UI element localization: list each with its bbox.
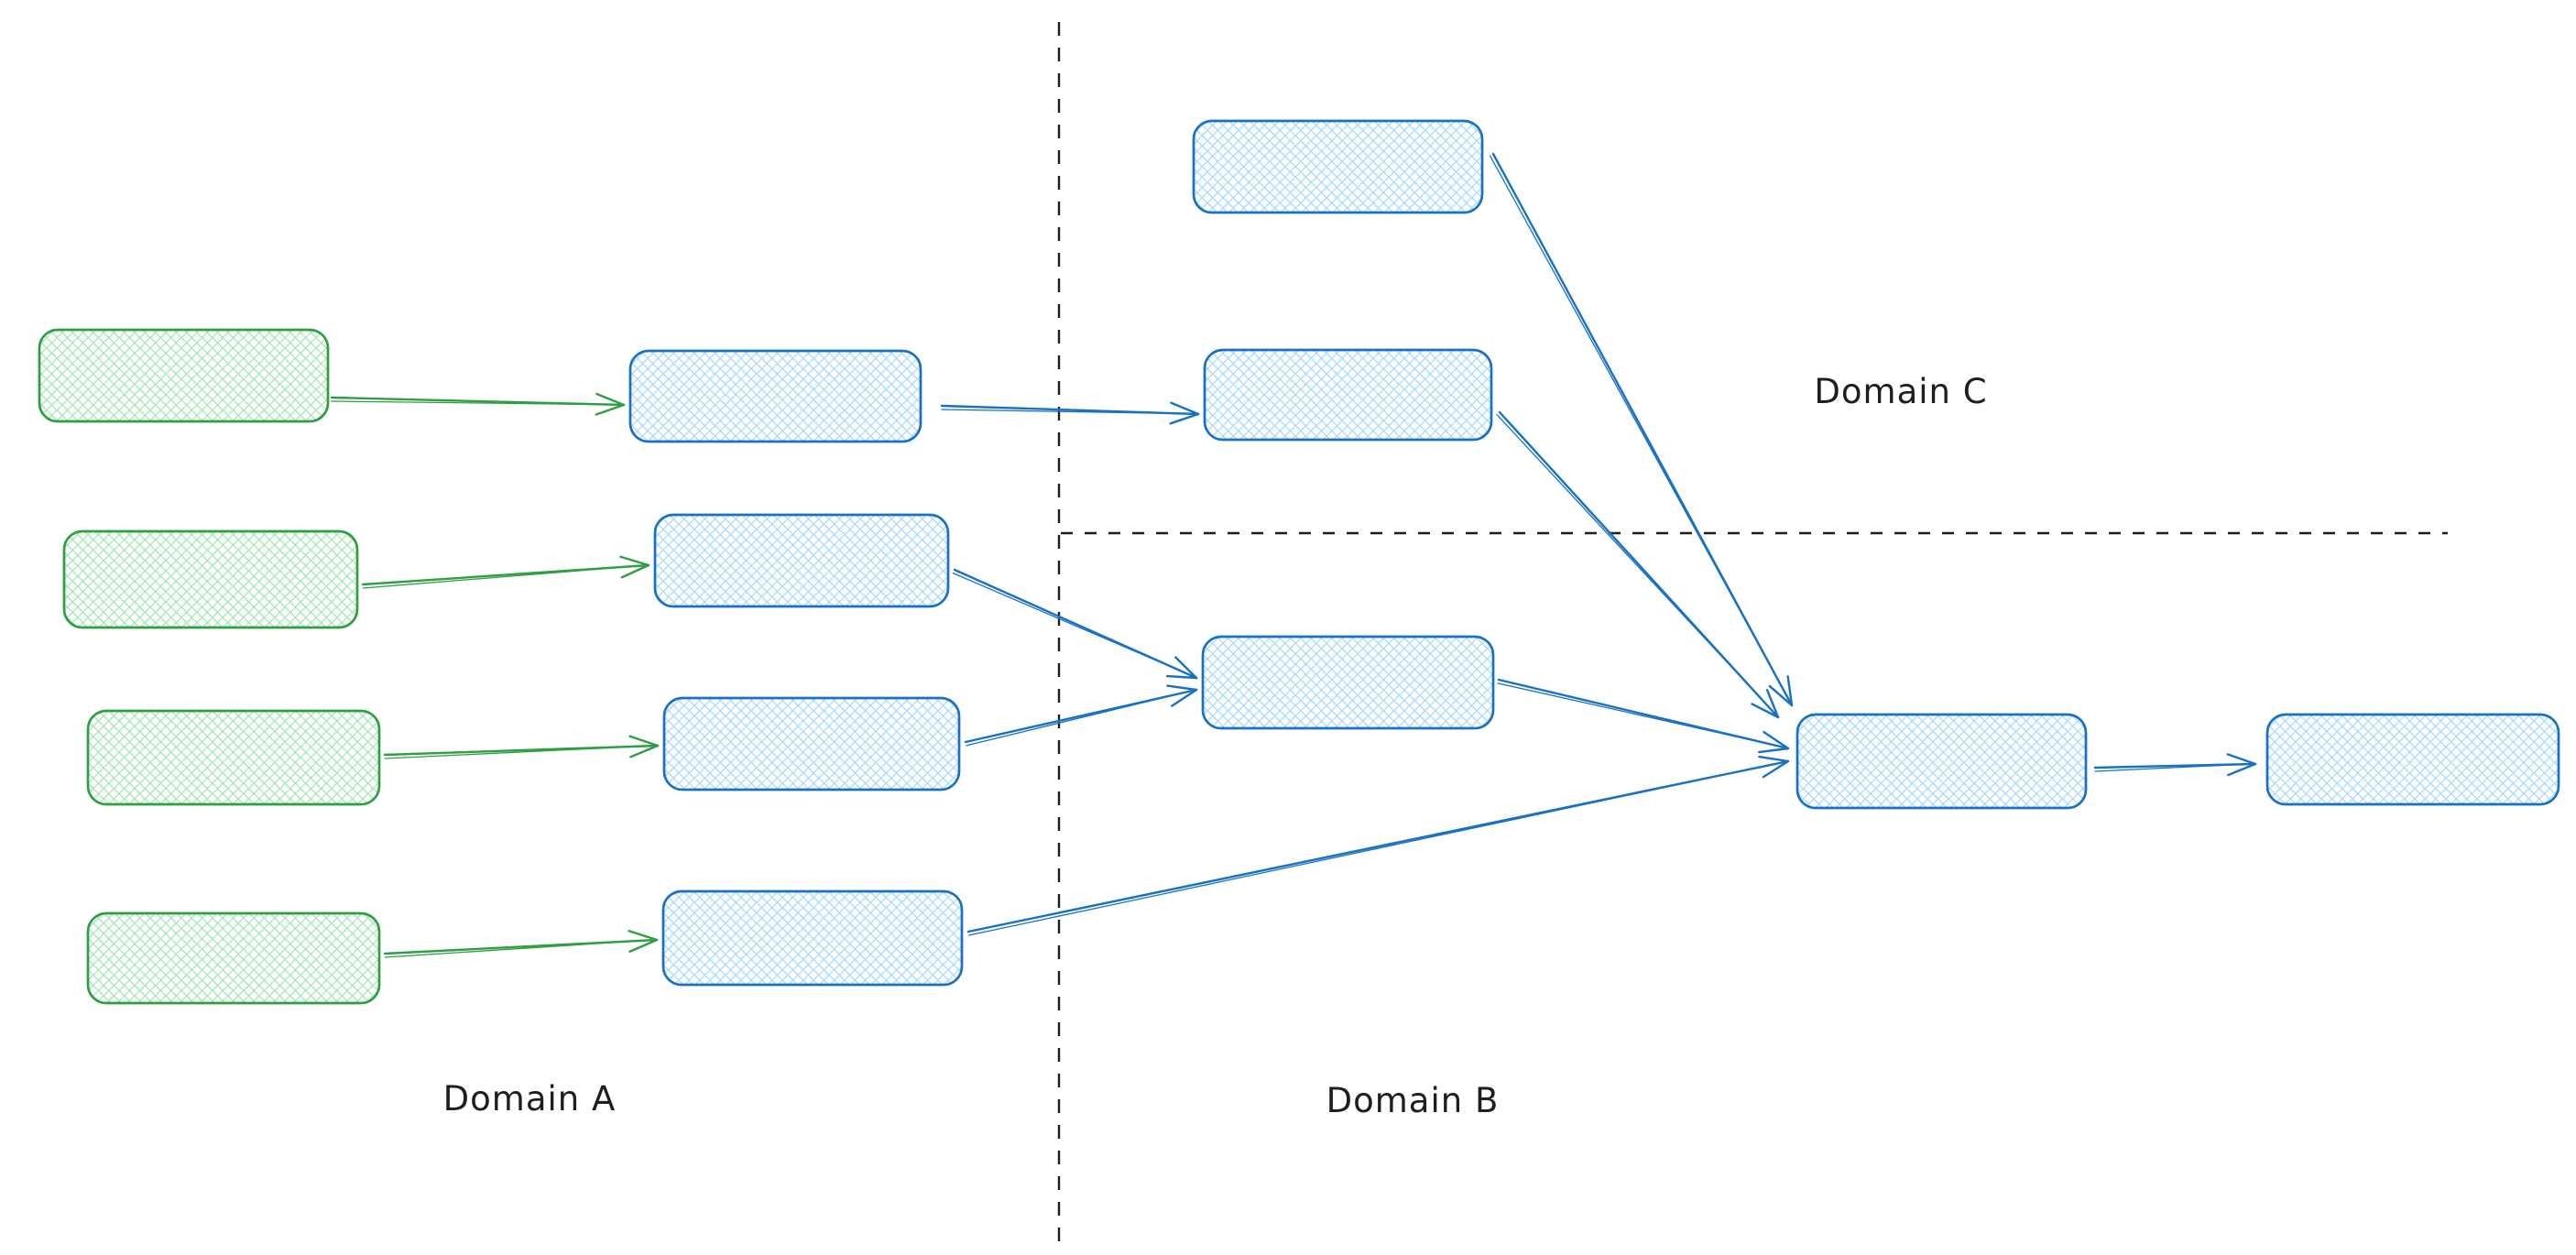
node-c-node-2 [1203,348,1493,442]
arrow-a-node-4-to-b-hub [966,755,1790,936]
node-a-node-4 [661,889,964,987]
arrow-shaft-sketch [362,565,640,589]
node-a-node-3 [662,696,961,791]
arrow-head [595,392,626,407]
arrow-shaft-sketch [941,409,1190,415]
node-a-node-2 [653,513,950,608]
arrows-layer [330,152,2257,958]
domain-a-label: Domain A [443,1079,617,1119]
node-a-source-2 [62,529,359,629]
arrow-shaft-sketch [1489,155,1788,698]
arrow-b-hub-to-b-sink [2093,753,2257,777]
arrow-a-node-1-to-c-node-2 [940,401,1200,425]
arrow-shaft-sketch [952,573,1189,675]
domain-c-label: Domain C [1814,372,1987,411]
node-a-source-4 [86,911,381,1005]
arrow-c-node-1-to-b-hub [1489,152,1794,707]
arrow-head [628,930,659,942]
arrow-head [2226,753,2257,766]
arrow-head [1765,689,1780,719]
arrow-head [1170,401,1200,416]
arrow-a-source-2-to-a-node-2 [361,555,650,589]
nodes-layer [38,119,2560,1005]
arrow-shaft-sketch [966,691,1188,747]
node-b-merge [1201,635,1495,730]
arrow-shaft-sketch [2094,763,2247,772]
arrow-shaft-sketch [968,762,1780,936]
arrow-head [1762,759,1790,779]
arrow-head [2227,762,2257,777]
node-a-source-3 [86,709,381,806]
domain-dividers [1057,22,2448,1250]
arrow-shaft-sketch [331,400,616,406]
node-a-source-1 [38,328,330,423]
arrow-shaft-sketch [1496,414,1773,712]
arrow-head [595,403,626,416]
arrow-head [629,744,660,758]
arrow-head [1786,675,1794,707]
arrow-head [1166,684,1198,692]
arrow-head [620,563,650,579]
labels-layer: Domain A Domain B Domain C [443,372,1987,1120]
arrow-head [628,938,659,953]
arrow-head [1758,747,1790,754]
arrow-a-source-3-to-a-node-3 [383,735,660,759]
arrow-head [1763,730,1790,750]
arrow-shaft-sketch [384,939,649,958]
arrow-a-node-2-to-b-merge [952,568,1198,680]
domain-b-label: Domain B [1326,1081,1500,1120]
arrow-a-source-1-to-a-node-1 [330,392,626,416]
arrow-head [1169,412,1200,425]
node-c-node-1 [1192,119,1484,214]
arrow-b-merge-to-b-hub [1497,678,1790,754]
arrow-head [1174,656,1198,680]
node-a-node-1 [628,349,922,443]
arrow-shaft-sketch [1497,682,1780,748]
arrow-head [1165,674,1198,680]
arrow-a-node-3-to-b-merge [964,684,1198,747]
arrow-a-source-4-to-a-node-4 [383,930,659,958]
arrow-c-node-2-to-b-hub [1496,410,1780,719]
arrow-shaft-sketch [384,745,649,759]
arrow-head [1751,703,1780,719]
node-b-hub [1796,713,2088,810]
node-b-sink [2265,713,2560,806]
arrow-head [1171,688,1198,707]
arrow-head [1758,755,1790,763]
arrow-head [619,555,650,567]
arrow-head [628,735,660,748]
arrow-head [1768,684,1794,707]
